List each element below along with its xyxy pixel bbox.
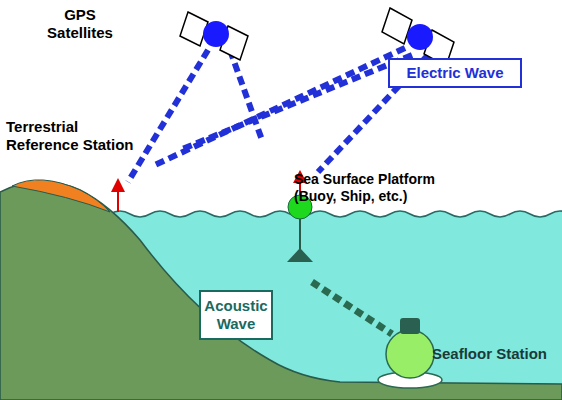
antenna [111, 178, 125, 212]
acoustic-wave-line [312, 282, 392, 334]
electric-wave-lines [128, 48, 428, 182]
platform-label: Sea Surface Platform (Buoy, Ship, etc.) [294, 171, 469, 205]
land [0, 181, 562, 400]
gps-satellite [180, 12, 248, 60]
box-text: Electric Wave [407, 64, 504, 82]
wave-box: Acoustic Wave [199, 290, 273, 340]
land-top [12, 180, 110, 212]
box-text: Acoustic Wave [201, 297, 271, 333]
wave-box: Electric Wave [388, 58, 522, 88]
satellite-label: GPS Satellites [30, 6, 130, 42]
station-label: Terrestrial Reference Station [6, 118, 151, 154]
seafloor-label: Seafloor Station [432, 345, 562, 363]
